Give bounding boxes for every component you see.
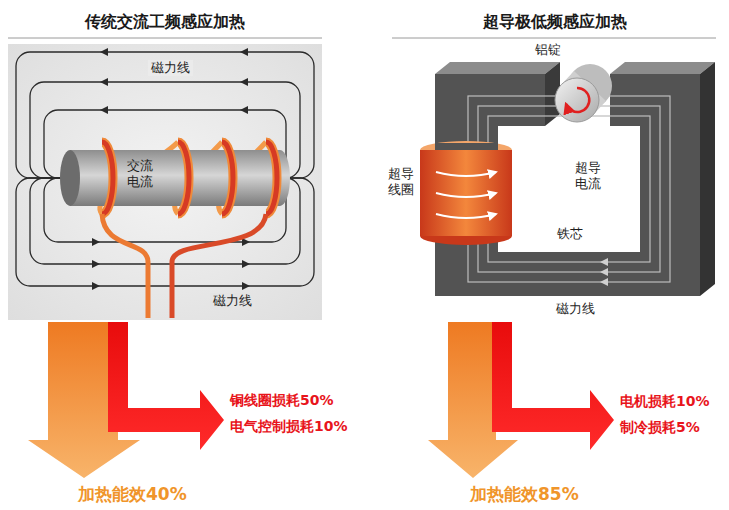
field-arrow [242,260,250,268]
title-rule [392,38,716,39]
coil-glow [102,142,113,214]
efficiency-figure: 加热能效85% [470,484,579,504]
field-arrow [100,106,108,114]
current-label: 超导 电流 [573,160,603,191]
field-arrow [240,106,248,114]
current-arrow [436,214,496,218]
induced-current-arrow [566,88,589,112]
field-arrow [92,238,100,246]
field-arrow [100,48,108,56]
field-arrow [600,258,608,266]
current-arrow [436,172,496,176]
coil-turn [266,142,277,214]
coil-glow [266,142,277,214]
ingot-label: 铝锭 [535,42,561,58]
coil-rim [420,236,512,245]
field-line [488,116,650,262]
efficiency-figure: 加热能效40% [78,484,187,504]
coil-turn [102,142,113,214]
panel-title: 传统交流工频感应加热 [85,12,245,31]
field-arrow [92,260,100,268]
field-arrow [600,278,608,286]
field-label: 磁力线 [210,293,255,309]
field-label: 磁力线 [148,60,193,76]
field-arrow [240,48,248,56]
panel-ground [8,44,322,320]
coil-turn [222,142,233,214]
coil-front [102,142,277,318]
superconducting-coil [420,150,512,236]
coil-current-arrows [436,172,496,218]
loss-figure: 电机损耗10% [620,393,710,410]
core-top-face [610,62,715,74]
coil-glow [178,142,189,214]
field-arrow [600,268,608,276]
field-arrow [242,282,250,290]
current-label: 交流 电流 [125,158,155,189]
coil-glow [222,142,233,214]
field-arrow [100,78,108,86]
coil-lead [172,214,266,318]
field-arrow [240,78,248,86]
current-arrow [436,193,496,197]
coil-lead [102,214,148,318]
field-lines [16,52,314,286]
loss-figure: 电气控制损耗10% [230,418,348,435]
loss-figure: 铜线圈损耗50% [230,392,334,409]
panel-title: 超导极低频感应加热 [483,12,627,31]
cylinder-end [60,150,80,206]
core-field-arrows [600,258,608,286]
field-label: 磁力线 [556,301,595,317]
loss-arrow [108,322,224,450]
loss-arrow [492,322,614,450]
coil-turn [178,142,189,214]
loss-figure: 制冷损耗5% [620,419,700,436]
field-arrow [92,282,100,290]
core-side-face [700,62,715,296]
workpiece-cylinder [70,150,280,206]
core-label: 铁芯 [557,226,583,242]
coil-label: 超导 线圈 [386,166,416,197]
aluminium-ingot [555,78,599,122]
title-rule [8,38,322,39]
core-top-face [435,62,560,74]
